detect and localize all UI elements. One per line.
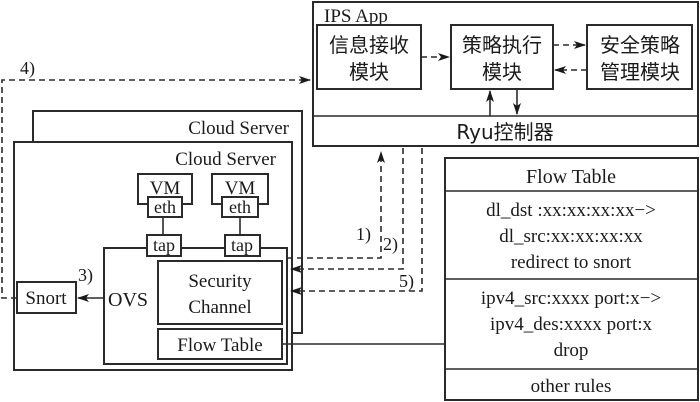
execute-module: 策略执行 模块: [450, 24, 554, 90]
eth-1-box: [147, 196, 183, 218]
execute-module-box: [450, 24, 554, 90]
security-channel-line2: Channel: [188, 297, 251, 318]
vm-2-label: VM: [225, 178, 256, 199]
vm-1-label: VM: [150, 178, 181, 199]
cloud-server-front: Cloud Server VM eth tap VM eth tap tap: [13, 141, 293, 371]
manage-module-line1: 安全策略: [600, 33, 680, 57]
rule-2-line2: ipv4_des:xxxx port:x: [490, 314, 653, 335]
step-1-label: 1): [356, 224, 371, 245]
security-channel-line1: Security: [188, 271, 252, 292]
tap-2-overlay-label: tap: [231, 235, 253, 255]
tap-1-overlay: [146, 234, 182, 257]
execute-module-line1: 策略执行: [462, 33, 542, 57]
cloud-server-front-label: Cloud Server: [175, 149, 276, 170]
step-2-label: 2): [383, 234, 398, 255]
ovs: tap tap OVS Security Channel Flow Table: [103, 234, 288, 365]
flow-table-detail-title: Flow Table: [526, 166, 616, 188]
rule-1-line3: redirect to snort: [511, 252, 632, 273]
rule-2-line3: drop: [554, 340, 589, 361]
arrow-step-1: [287, 151, 385, 259]
snort-label: Snort: [25, 288, 67, 309]
step-5-label: 5): [399, 271, 414, 292]
ryu-controller-label: Ryu控制器: [456, 120, 553, 144]
receive-module-line1: 信息接收: [329, 33, 409, 57]
flow-table-box: [157, 328, 283, 360]
rule-2-line1: ipv4_src:xxxx port:x−>: [481, 288, 661, 309]
rule-3-line1: other rules: [531, 376, 612, 397]
receive-module: 信息接收 模块: [316, 24, 422, 90]
execute-module-line2: 模块: [482, 60, 522, 84]
manage-module: 安全策略 管理模块: [586, 24, 693, 90]
eth-1-label: eth: [154, 197, 176, 217]
snort-box: [16, 281, 77, 314]
arrow-step-4: [1, 76, 311, 299]
receive-module-line2: 模块: [349, 60, 389, 84]
manage-module-line2: 管理模块: [600, 60, 680, 84]
tap-2-overlay: [224, 234, 261, 257]
cloud-server-back-label: Cloud Server: [188, 118, 289, 139]
step-4-label: 4): [20, 58, 35, 79]
step-3-label: 3): [78, 265, 93, 286]
arrow-step-5: [290, 148, 423, 295]
eth-2-label: eth: [229, 197, 251, 217]
tap-1-overlay-label: tap: [153, 235, 175, 255]
ovs-label: OVS: [108, 289, 148, 311]
flow-table-label: Flow Table: [177, 335, 262, 356]
rule-1-line1: dl_dst :xx:xx:xx:xx−>: [486, 200, 656, 221]
security-channel-box: [157, 260, 283, 325]
arrow-step-2: [290, 148, 404, 273]
manage-module-box: [586, 24, 693, 90]
flow-table-detail: Flow Table dl_dst :xx:xx:xx:xx−> dl_src:…: [444, 157, 699, 401]
rule-1-line2: dl_src:xx:xx:xx:xx: [499, 226, 643, 247]
ips-app: IPS App 信息接收 模块 策略执行 模块 安全策略 管理模块 Ryu控制器: [312, 1, 699, 147]
receive-module-box: [316, 24, 422, 90]
ips-app-title: IPS App: [324, 6, 388, 27]
